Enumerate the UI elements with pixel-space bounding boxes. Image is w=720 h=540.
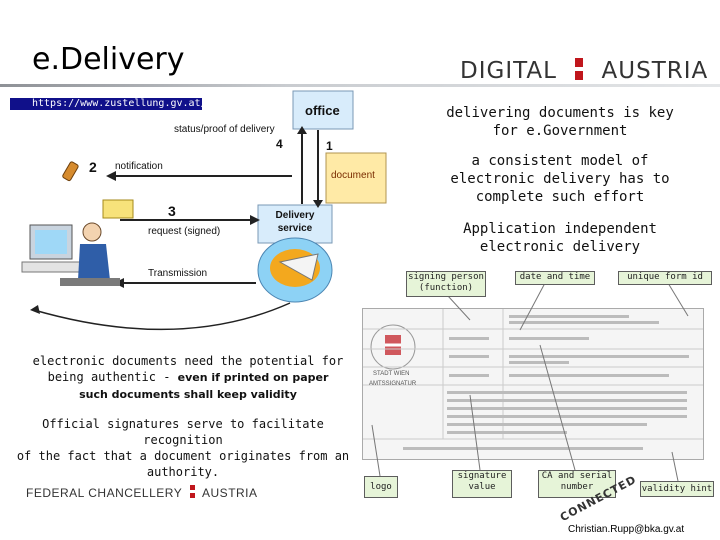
callout-logo: logo xyxy=(364,476,398,498)
step-3-label: 3 xyxy=(168,203,176,219)
logo-accent-icon xyxy=(575,58,584,82)
seal-subtext: AMTSSIGNATUR xyxy=(369,381,417,387)
point-key-for-egov: delivering documents is key for e.Govern… xyxy=(446,105,674,139)
step-4-label: 4 xyxy=(276,137,283,151)
arrow-return xyxy=(33,302,291,331)
envelope-icon xyxy=(278,253,319,281)
url-banner: https://www.zustellung.gv.at/ xyxy=(10,98,207,110)
callout-ca-serial: CA and serial number xyxy=(538,470,616,498)
callout-validity-hint: validity hint xyxy=(640,481,714,497)
slide-title: e.Delivery xyxy=(32,42,185,77)
title-divider xyxy=(0,84,720,87)
contact-email[interactable]: Christian.Rupp@bka.gv.at xyxy=(568,524,685,535)
callout-signing-person: signing person (function) xyxy=(406,271,486,297)
phone-icon xyxy=(62,161,79,182)
request-signed-label: request (signed) xyxy=(148,226,221,237)
office-box xyxy=(292,90,354,130)
point-application-independent: Application independent electronic deliv… xyxy=(463,221,657,255)
notification-label: notification xyxy=(115,161,163,172)
para-official-signatures: Official signatures serve to facilitate … xyxy=(16,417,350,479)
logo-word-digital: DIGITAL xyxy=(460,58,557,84)
transmission-label: Transmission xyxy=(148,268,208,279)
document-box xyxy=(325,152,387,204)
status-proof-label: status/proof of delivery xyxy=(174,124,275,135)
step-1-label: 1 xyxy=(326,139,333,153)
signed-document-sample: STADT WIEN AMTSSIGNATUR xyxy=(362,308,704,460)
card-icon xyxy=(102,199,134,219)
digital-austria-logo: DIGITAL AUSTRIA xyxy=(460,58,708,84)
callout-signature-value: signature value xyxy=(452,470,512,498)
logo-word-austria: AUSTRIA xyxy=(601,58,709,84)
office-label: office xyxy=(305,103,340,118)
footer-accent-icon xyxy=(189,485,195,499)
seal-text: STADT WIEN xyxy=(373,371,410,377)
callout-unique-form-id: unique form id xyxy=(618,271,712,285)
callout-date-time: date and time xyxy=(515,271,595,285)
person-at-computer-icon xyxy=(21,222,120,286)
delivery-service-label: Delivery service xyxy=(275,210,315,234)
federal-chancellery-logo: FEDERAL CHANCELLERY AUSTRIA xyxy=(26,485,258,500)
point-consistent-model: a consistent model of electronic deliver… xyxy=(450,153,670,205)
para-authentic: electronic documents need the potential … xyxy=(32,354,344,401)
document-label: document xyxy=(331,170,375,181)
step-2-label: 2 xyxy=(89,159,97,175)
